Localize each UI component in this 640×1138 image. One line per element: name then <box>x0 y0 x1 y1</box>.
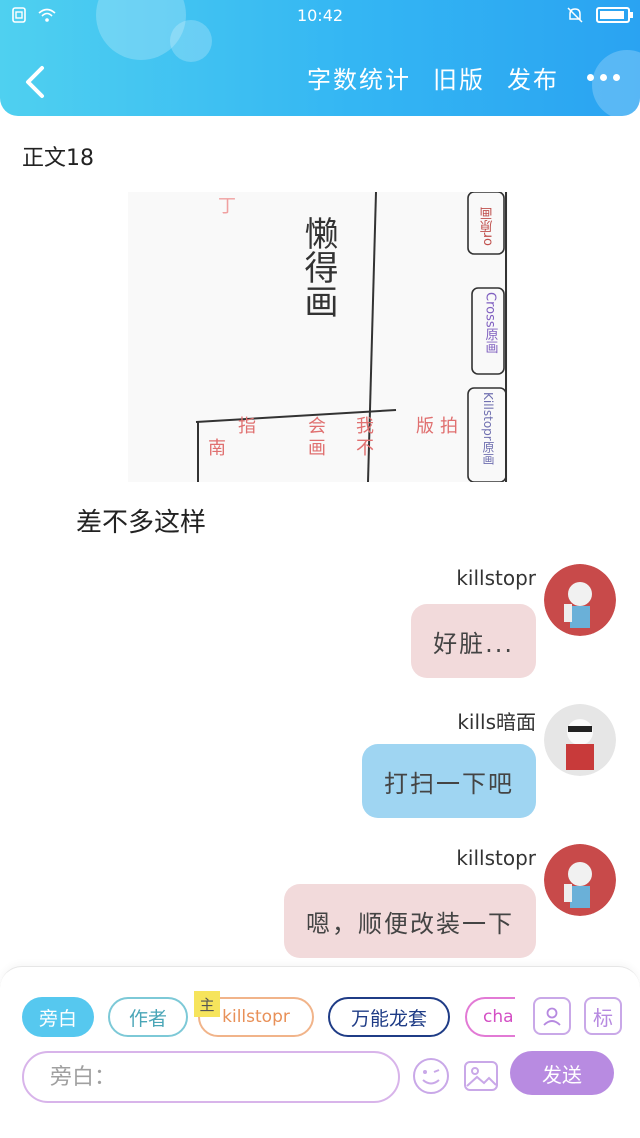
sketch-main-text: 懒得画 <box>298 216 338 318</box>
message-input[interactable] <box>50 1064 398 1090</box>
sketch-label-cross: Cross原画 <box>483 292 499 354</box>
avatar-image <box>544 844 616 916</box>
avatar[interactable] <box>544 704 616 776</box>
sketch-note: 指 <box>238 416 256 437</box>
avatar[interactable] <box>544 564 616 636</box>
sketch-label-killstop: Killstopr原画 <box>481 392 495 465</box>
role-tab-narration[interactable]: 旁白 <box>22 997 94 1037</box>
role-tab-char[interactable]: char <box>465 997 515 1037</box>
avatar-image <box>544 564 616 636</box>
old-version-button[interactable]: 旧版 <box>433 66 485 94</box>
message-input-box[interactable] <box>22 1051 400 1103</box>
message-bubble[interactable]: 嗯，顺便改装一下 <box>284 884 536 958</box>
message-bubble[interactable]: 好脏... <box>411 604 536 678</box>
avatar[interactable] <box>544 844 616 916</box>
sketch-mark: 丁 <box>218 196 236 217</box>
label-icon[interactable]: 标 <box>584 997 622 1035</box>
image-icon[interactable] <box>462 1057 500 1095</box>
sketch-note: 我 <box>356 416 374 437</box>
chapter-title: 正文18 <box>22 146 94 171</box>
sketch-note: 画 <box>308 438 326 459</box>
sender-name: killstopr <box>456 846 536 870</box>
sender-name: killstopr <box>456 566 536 590</box>
emoji-icon[interactable] <box>412 1057 450 1095</box>
mute-bell-icon <box>567 7 583 23</box>
status-time: 10:42 <box>296 6 344 25</box>
message-bubble[interactable]: 打扫一下吧 <box>362 744 536 818</box>
sketch-note: 南 <box>208 438 226 459</box>
composer-bar: 旁白 作者 主 killstopr 万能龙套 char 标 发送 <box>0 966 640 1138</box>
sketch-note: 拍 <box>440 416 458 437</box>
sketch-drawing: 丁 懒得画 or原画 Cross原画 Killstopr原画 拍 版 我 不 会… <box>128 191 508 483</box>
sketch-note: 不 <box>356 438 374 459</box>
sketch-image[interactable]: 丁 懒得画 or原画 Cross原画 Killstopr原画 拍 版 我 不 会… <box>128 191 508 483</box>
role-tab-author[interactable]: 作者 <box>108 997 188 1037</box>
decor-bubble <box>592 50 640 116</box>
top-header: 10:42 字数统计 旧版 发布 <box>0 0 640 116</box>
sketch-note: 会 <box>308 416 326 437</box>
word-count-button[interactable]: 字数统计 <box>307 66 411 94</box>
decor-bubble <box>170 20 212 62</box>
role-tab-killstopr[interactable]: 主 killstopr <box>194 991 314 1037</box>
back-chevron-icon[interactable] <box>18 62 54 102</box>
avatar-image <box>544 704 616 776</box>
host-badge: 主 <box>194 991 220 1017</box>
wifi-icon <box>38 8 56 22</box>
person-icon[interactable] <box>533 997 571 1035</box>
header-actions: 字数统计 旧版 发布 <box>307 60 620 95</box>
narration-caption: 差不多这样 <box>76 508 207 538</box>
sender-name: kills暗面 <box>457 710 536 734</box>
status-bar: 10:42 <box>0 0 640 32</box>
more-dots-icon[interactable] <box>587 74 620 81</box>
sketch-label-or: or原画 <box>480 206 496 246</box>
role-tab-label: killstopr <box>222 1007 290 1027</box>
sketch-note: 版 <box>416 416 434 437</box>
sim-card-icon <box>12 7 26 23</box>
send-button[interactable]: 发送 <box>510 1051 614 1095</box>
role-tab-generic-extra[interactable]: 万能龙套 <box>328 997 450 1037</box>
publish-button[interactable]: 发布 <box>507 66 559 94</box>
battery-icon <box>596 7 633 23</box>
